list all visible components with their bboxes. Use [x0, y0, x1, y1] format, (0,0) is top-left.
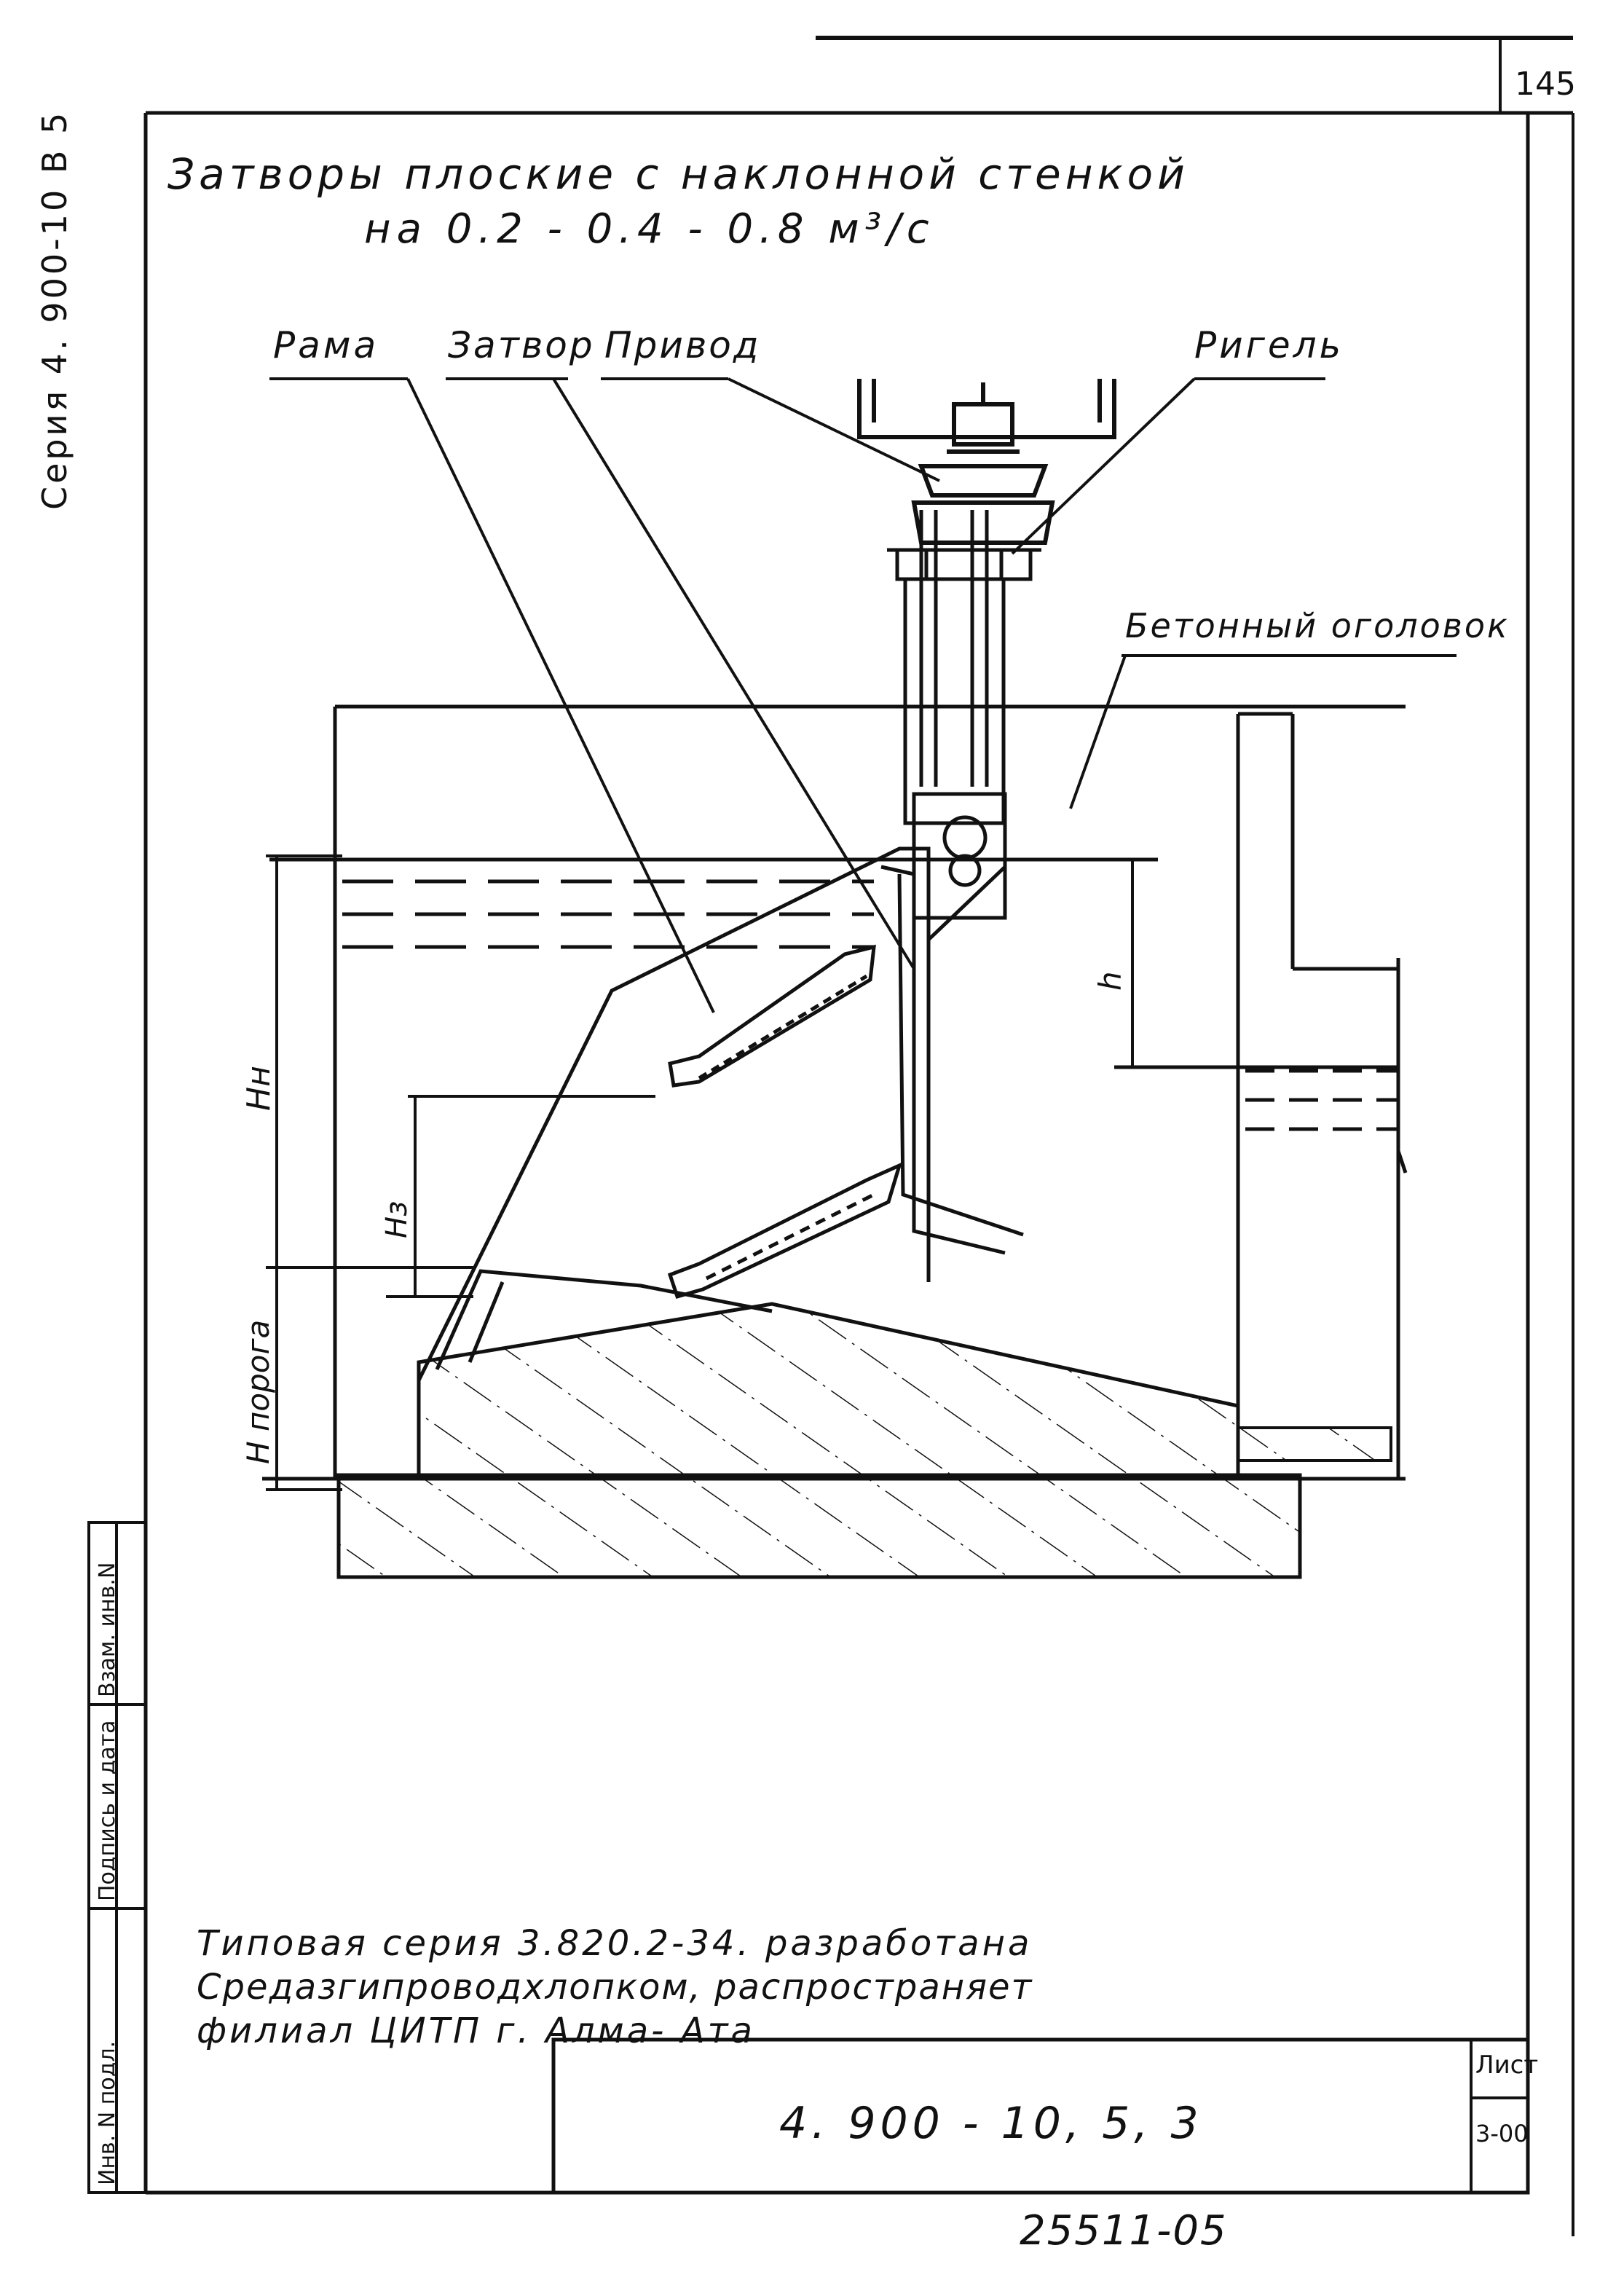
dim-h-poroga: Н порога — [240, 1319, 276, 1464]
foundation-slab — [336, 1473, 1302, 1579]
stamp-podpis-data: Подпись и дата — [95, 1720, 120, 1902]
dim-hz: Нз — [380, 1200, 414, 1238]
label-concrete-head: Бетонный оголовок — [1125, 606, 1510, 645]
drawing-title-line1: Затворы плоские с наклонной стенкой — [167, 149, 1189, 199]
handwheel — [857, 379, 1116, 545]
dim-h-small: h — [1092, 971, 1128, 991]
gate-leaf — [667, 865, 1006, 1300]
stamp-vzam-inv: Взам. инв.N — [95, 1562, 120, 1697]
leader-lines — [269, 377, 1457, 1013]
downstream-water — [1114, 1065, 1398, 1131]
upstream-water — [269, 857, 1158, 949]
note-line-2: Средазгипроводхлопком, распространяет — [197, 1967, 1033, 2008]
margin-series-text: Серия 4. 900-10 В 5 — [35, 109, 74, 510]
note-line-1: Типовая серия 3.820.2-34. разработана — [197, 1923, 1033, 1964]
concrete-head — [262, 704, 1408, 1481]
stamp-inv-podl: Инв. N подл. — [95, 2040, 120, 2185]
title-block-list-value: 3-00 — [1475, 2120, 1529, 2147]
label-rama: Рама — [273, 324, 379, 366]
title-block-code: 4. 900 - 10, 5, 3 — [779, 2098, 1203, 2149]
downstream-sill — [1237, 1426, 1392, 1462]
archive-number: 25511-05 — [1020, 2207, 1228, 2255]
dimension-lines — [266, 854, 1134, 1491]
title-block-list-label: Лист — [1475, 2051, 1539, 2080]
dim-hn: Нн — [240, 1066, 277, 1111]
hoist-stem — [887, 510, 1041, 941]
label-privod: Привод — [604, 324, 761, 366]
label-rigel: Ригель — [1194, 324, 1344, 366]
side-stamp-frame — [87, 1521, 147, 2194]
note-line-3: филиал ЦИТП г. Алма- Ата — [197, 2010, 755, 2051]
inclined-frame — [417, 846, 1024, 1382]
title-block-frame — [551, 2037, 1530, 2195]
drawing-title-line2: на 0.2 - 0.4 - 0.8 м³/с — [364, 205, 935, 253]
sheet-frame — [143, 36, 1574, 2236]
sheet-number: 145 — [1515, 66, 1576, 103]
label-zatvor: Затвор — [448, 324, 595, 366]
sloped-sill — [417, 1302, 1240, 1481]
